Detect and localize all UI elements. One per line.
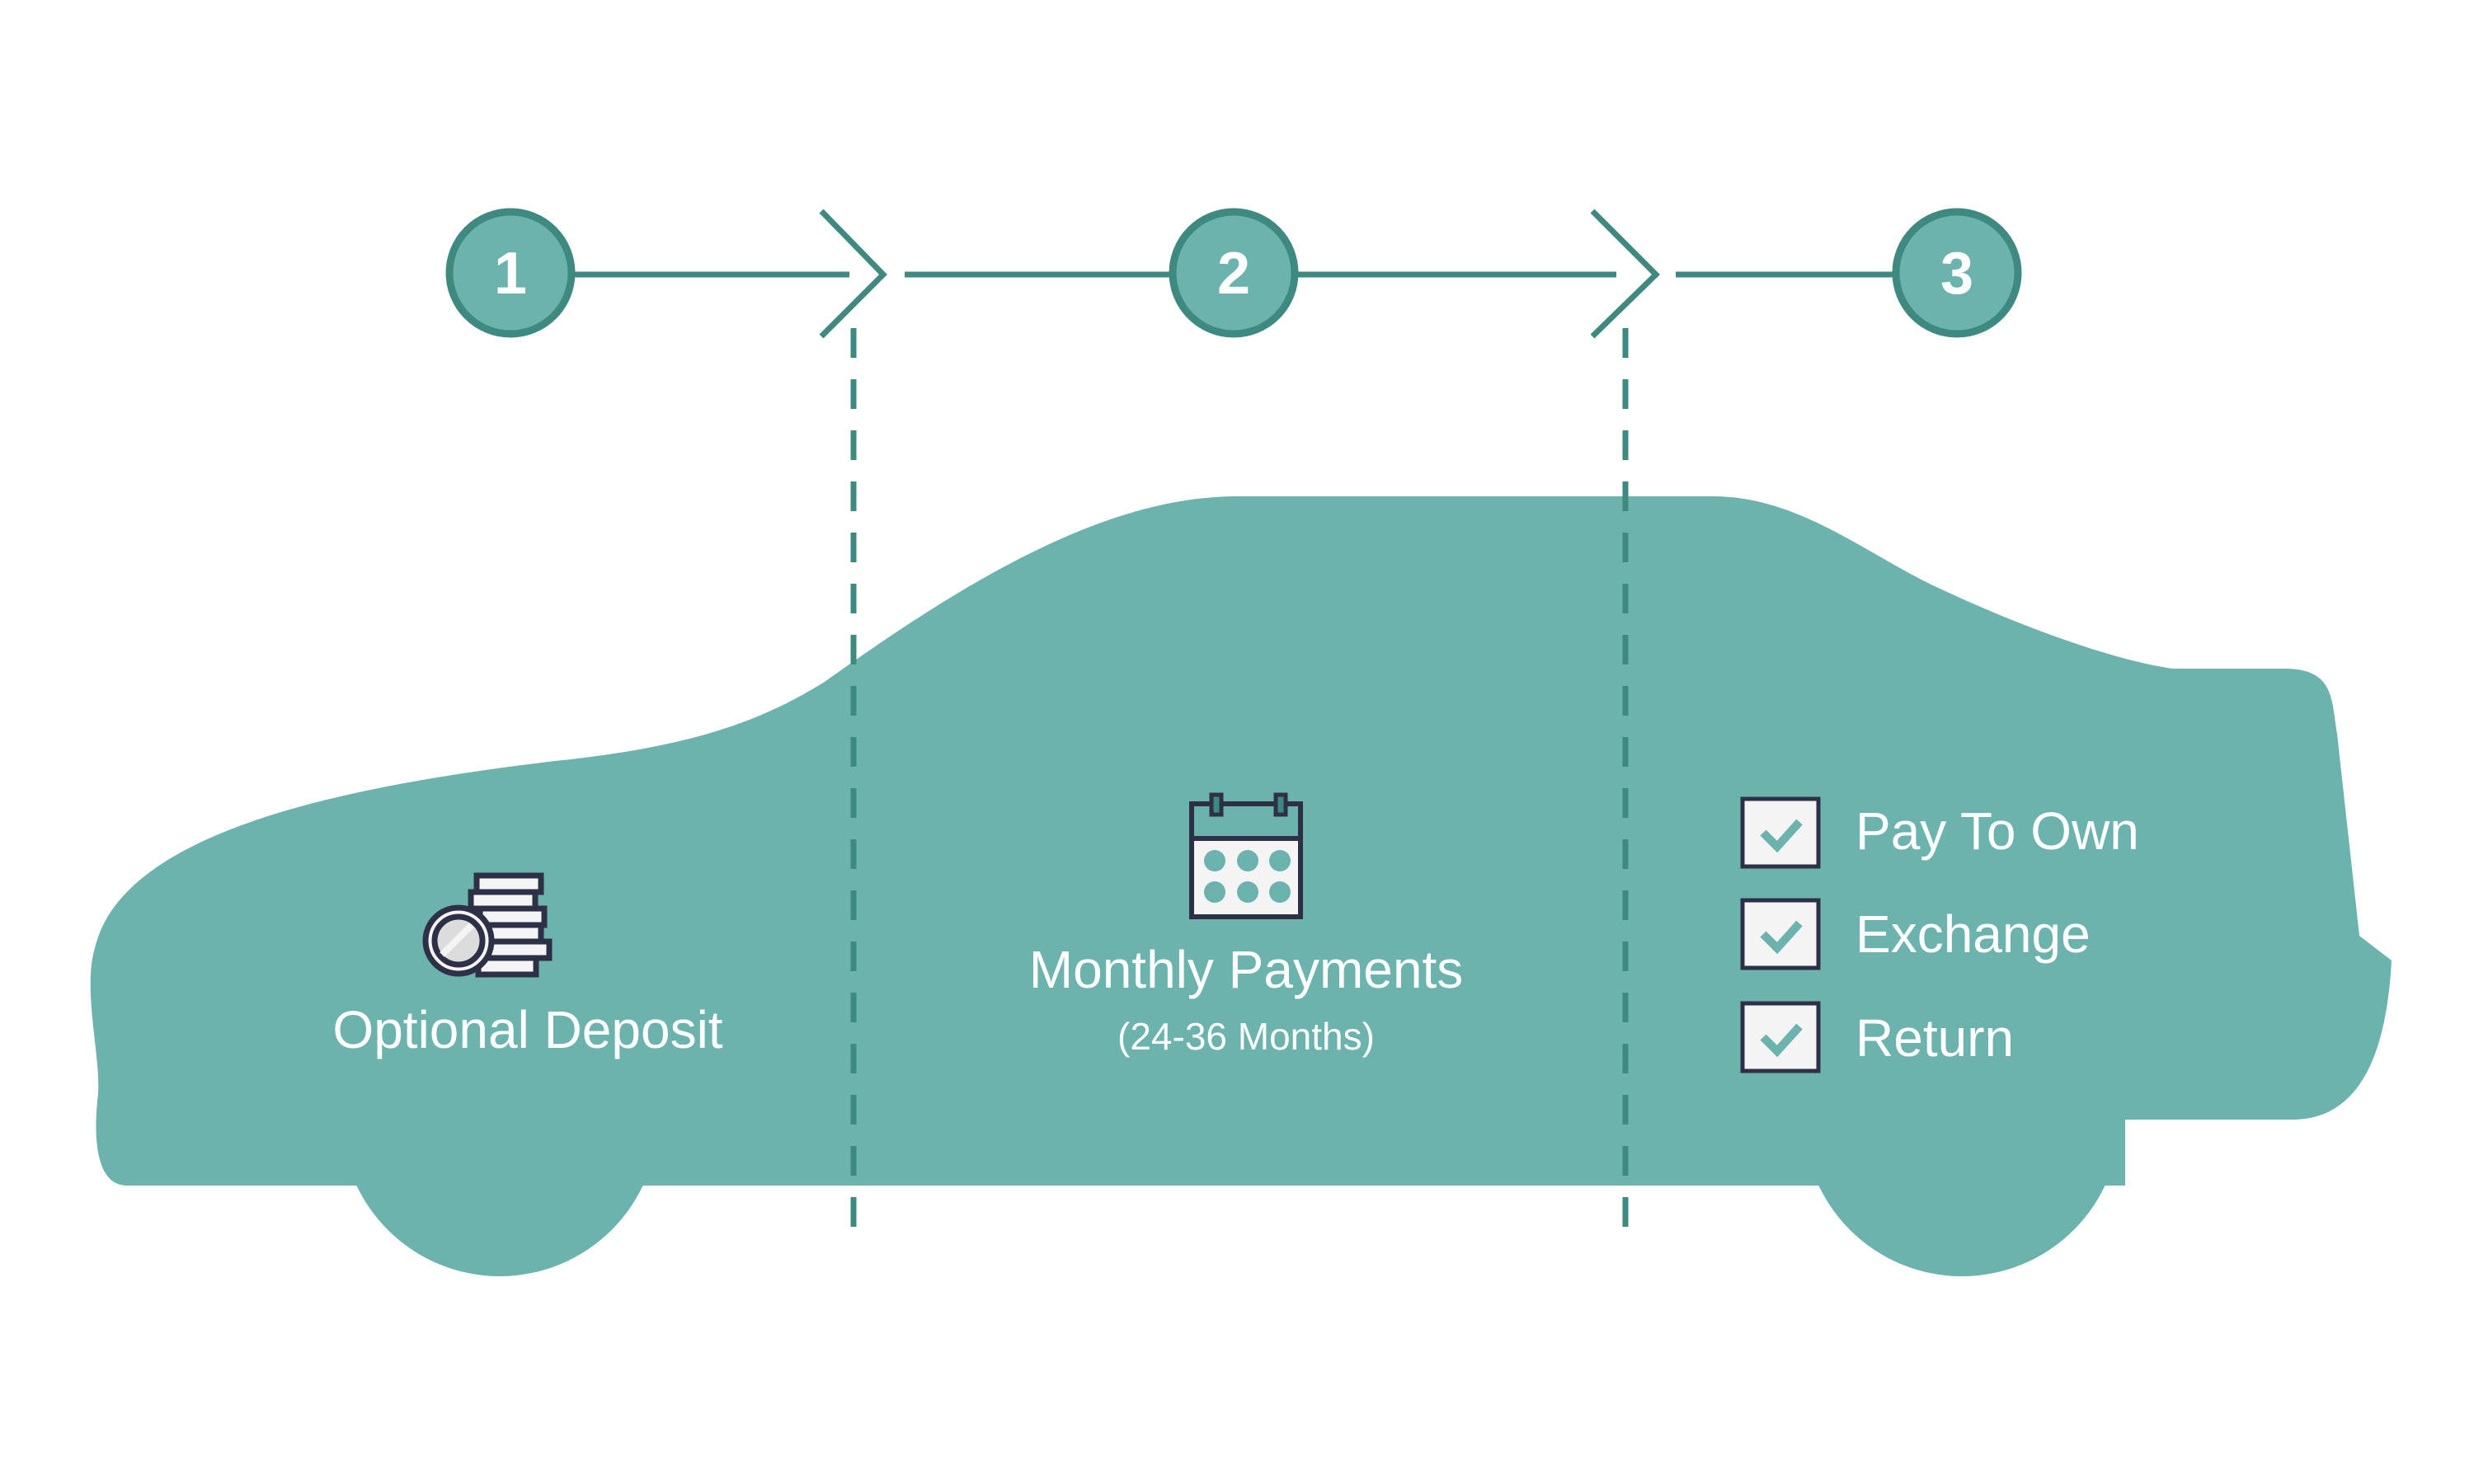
svg-text:Exchange: Exchange [1856,904,2091,964]
front-wheel [341,960,658,1276]
svg-text:Pay To Own: Pay To Own [1856,801,2139,861]
svg-text:1: 1 [494,241,527,307]
step-2-label: Monthly Payments [1029,940,1463,999]
timeline [575,209,1894,1245]
svg-text:2: 2 [1217,241,1250,307]
rear-wheel [1804,960,2120,1276]
step-1-badge: 1 [445,208,576,338]
checkbox-icon [1740,898,1821,970]
option-return: Return [1740,1001,2014,1073]
option-pay-to-own: Pay To Own [1740,796,2139,869]
step-1-label: Optional Deposit [332,1000,722,1059]
option-exchange: Exchange [1740,898,2091,970]
svg-text:3: 3 [1940,241,1973,307]
coins-icon [422,872,553,978]
chevron-right-icon [819,209,887,339]
step-2-sublabel: (24-36 Months) [1117,1015,1375,1058]
step-2-badge: 2 [1169,208,1299,338]
checkbox-icon [1740,796,1821,869]
chevron-right-icon [1590,209,1660,339]
calendar-icon [1189,792,1303,919]
svg-text:Return: Return [1856,1008,2014,1068]
checkbox-icon [1740,1001,1821,1073]
step-3-badge: 3 [1892,208,2022,338]
